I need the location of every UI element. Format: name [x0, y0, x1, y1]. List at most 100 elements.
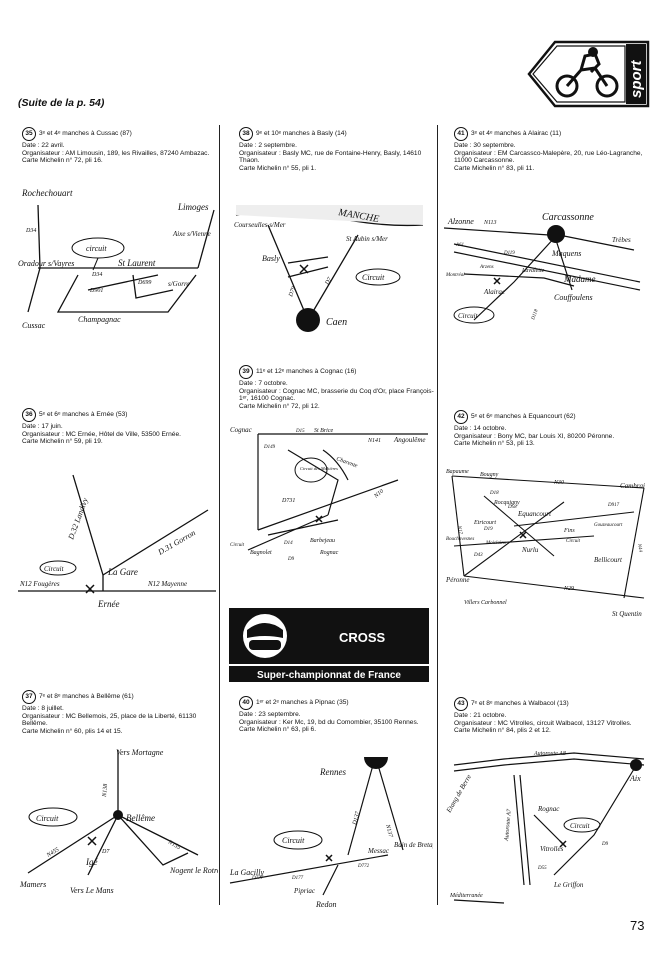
map-label: Redon [315, 900, 336, 909]
map-label: N113 [483, 220, 497, 226]
map-label: Charente [335, 456, 358, 469]
map-label: Circuit [282, 836, 305, 845]
map-label: N155 [166, 839, 181, 851]
map-label: N141 [367, 437, 381, 444]
map-label: La Gare [107, 567, 138, 577]
map-label: N138 [102, 784, 109, 798]
map-label: Autoroute A8 [533, 751, 566, 757]
map-label: Madame [563, 274, 596, 284]
map-label: Gouzeaucourt [594, 523, 623, 528]
map-label: N137 [384, 823, 394, 839]
map-label: D7 [101, 849, 110, 855]
map-label: D18 [489, 491, 499, 496]
map-label: Nogent le Rotrou [169, 866, 218, 875]
event-map-ref: Carte Michelin n° 63, pli 6. [239, 726, 317, 734]
event-organizer: Organisateur : Bony MC, bar Louis XI, 80… [454, 432, 615, 440]
map-basly: MANCHE Courseulles s/Mer St Aubin s/Mer … [234, 205, 424, 332]
map-label: D9 [287, 557, 295, 562]
map-label: Bellicourt [594, 556, 623, 564]
event-map-ref: Carte Michelin n° 72, pli 16. [22, 157, 103, 165]
map-label: Bapaume [446, 469, 469, 475]
map-label: D.31 Gorron [156, 528, 197, 557]
map-label: Basly [262, 254, 280, 263]
map-label: Bagnolet [250, 550, 272, 556]
map-label: Fins [563, 528, 575, 534]
map-label: D119 [503, 251, 515, 256]
event-title: 7ᵉ et 8ᵉ manches à Walbacol (13) [471, 700, 569, 708]
map-label: Rochechouart [21, 188, 73, 198]
event-title: 7ᵉ et 8ᵉ manches à Bellême (61) [39, 693, 134, 701]
map-label: N44 [636, 542, 643, 553]
event-number: 39 [239, 365, 253, 379]
map-pipriac: Rennes D137 D177 N137 Circuit Messac Bai… [229, 757, 433, 909]
map-label: D731 [281, 498, 295, 504]
event-map-ref: Carte Michelin n° 60, plis 14 et 15. [22, 727, 123, 735]
map-label: D901 [89, 288, 103, 294]
map-label: D9 [601, 842, 609, 847]
map-label: Péronne [445, 576, 469, 584]
map-label: D14 [283, 541, 293, 546]
map-label: s/Gorre [168, 280, 190, 288]
map-label: Igé [85, 857, 98, 867]
map-label: Circuit [36, 814, 59, 823]
map-label: Rennes [319, 767, 346, 777]
map-label: La Gacilly [229, 868, 264, 877]
banner-subtitle: Super-championnat de France [257, 670, 401, 681]
map-label: St Brice [314, 428, 333, 434]
event-date: Date : 17 juin. [22, 423, 63, 430]
sport-logo: sport [527, 40, 650, 108]
event-number: 36 [22, 408, 36, 422]
map-label: Cambrai [620, 482, 645, 490]
event-date: Date : 30 septembre. [454, 142, 516, 149]
event-title: 11ᵉ et 12ᵉ manches à Cognac (16) [256, 368, 357, 376]
event-organizer: Organisateur : Basly MC, rue de Fontaine… [239, 149, 422, 165]
event-organizer: Organisateur : Ker Mc, 19, bd du Comombi… [239, 718, 419, 726]
map-cognac: Cognac D15 St Brice N141 Angoulême Circu… [230, 426, 428, 562]
map-label: Courseulles s/Mer [234, 221, 286, 229]
map-label: D43 [473, 553, 483, 558]
map-label: Arzens [479, 265, 494, 270]
map-label: D699 [137, 280, 151, 286]
map-label: Alzonne [447, 217, 474, 226]
map-label: Maquens [551, 249, 581, 258]
map-label: D149 [263, 445, 276, 450]
map-label: Etang de Berre [444, 773, 473, 815]
event-organizer: Organisateur : MC Ernée, Hôtel de Ville,… [22, 430, 181, 438]
map-label: N29 [563, 586, 574, 592]
event-title: 3ᵉ et 4ᵉ manches à Alairac (11) [471, 130, 562, 138]
event-map-ref: Carte Michelin n° 59, pli 19. [22, 438, 103, 446]
event-date: Date : 21 octobre. [454, 712, 507, 719]
map-label: Rocquigny [493, 500, 520, 506]
map-label: D55 [537, 866, 547, 871]
event-number: 38 [239, 127, 253, 141]
event-title: 1ᵉʳ et 2ᵉ manches à Pipnac (35) [256, 699, 349, 707]
map-walbacol: Autoroute A8 Aix Etang de Berre Autorout… [444, 751, 645, 904]
map-label: Cussac [22, 321, 46, 330]
event-map-ref: Carte Michelin n° 72, pli 12. [239, 402, 320, 410]
map-label: D137 [352, 810, 362, 826]
map-label: Equancourt [517, 510, 552, 518]
map-label: Circuit [570, 822, 591, 830]
map-label: Aixe s/Vienne [172, 230, 211, 238]
map-label: Moislains [485, 541, 506, 546]
map-label: Circuit [44, 565, 65, 573]
map-label: Le Griffon [553, 881, 584, 889]
map-label: N12 Mayenne [147, 580, 187, 588]
map-label: Vitrolles [540, 845, 564, 853]
event-title: 9ᵉ et 10ᵉ manches à Basly (14) [256, 130, 347, 138]
event-organizer: Organisateur : AM Limousin, 189, les Riv… [22, 149, 210, 157]
map-label: Couffoulens [554, 293, 593, 302]
event-date: Date : 2 septembre. [239, 142, 297, 149]
event-number: 43 [454, 697, 468, 711]
map-label: Ernée [97, 599, 120, 609]
map-label: circuit [86, 244, 107, 253]
map-label: Pipriac [293, 887, 316, 895]
map-label: Mamers [19, 880, 46, 889]
map-label: D79 [288, 286, 298, 299]
event-map-ref: Carte Michelin n° 83, pli 11. [454, 164, 535, 172]
event-title: 5ᵉ et 6ᵉ manches à Ernée (53) [39, 411, 128, 419]
map-label: Messac [367, 847, 390, 855]
